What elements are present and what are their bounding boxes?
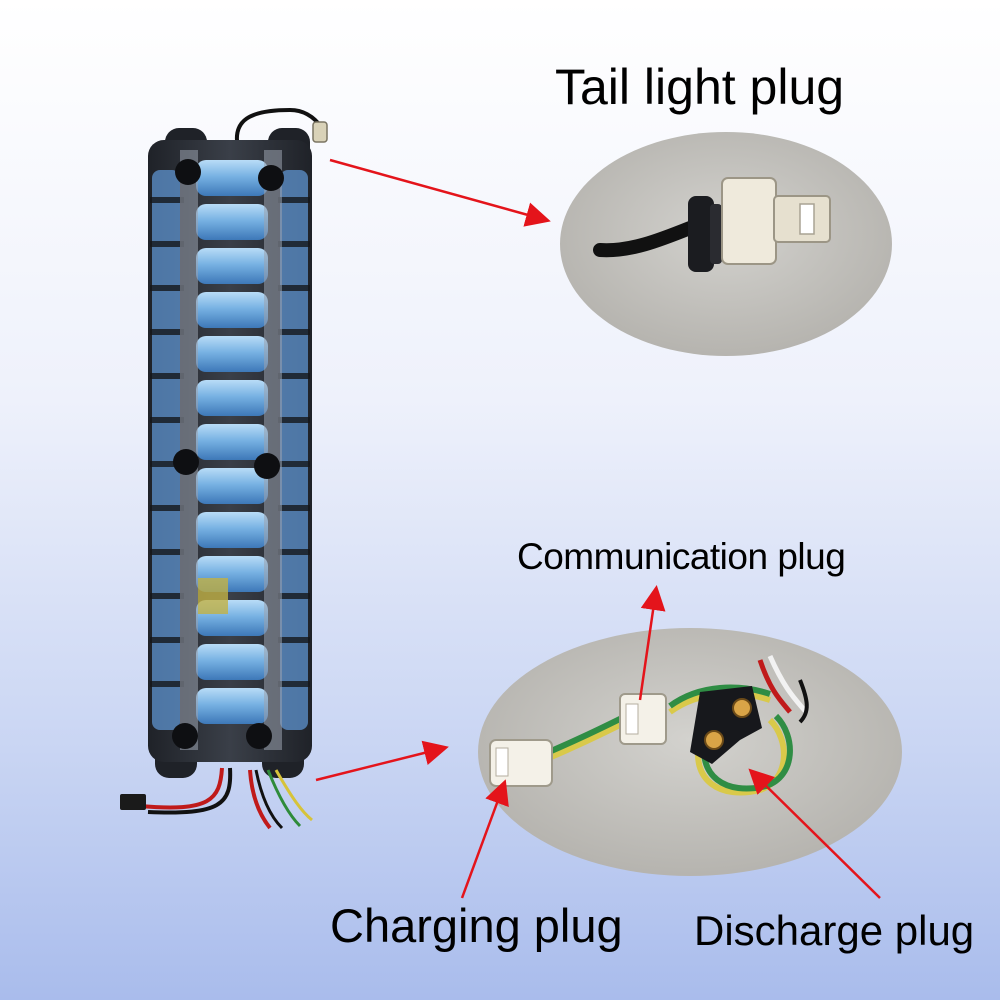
- arrow-charging: [460, 779, 509, 899]
- battery-pack: [120, 107, 328, 830]
- arrow-tail-light: [329, 158, 551, 227]
- callout-arrows: [315, 158, 881, 899]
- discharge-plug-label: Discharge plug: [694, 907, 975, 954]
- charging-plug-label: Charging plug: [330, 899, 623, 952]
- communication-plug-label: Communication plug: [517, 536, 846, 577]
- tail-light-callout: [560, 132, 892, 356]
- connectors-callout: [478, 628, 902, 876]
- arrow-communication: [638, 585, 666, 701]
- arrow-discharge: [748, 768, 881, 899]
- tail-light-plug-label: Tail light plug: [555, 59, 845, 115]
- arrow-connectors: [315, 740, 449, 782]
